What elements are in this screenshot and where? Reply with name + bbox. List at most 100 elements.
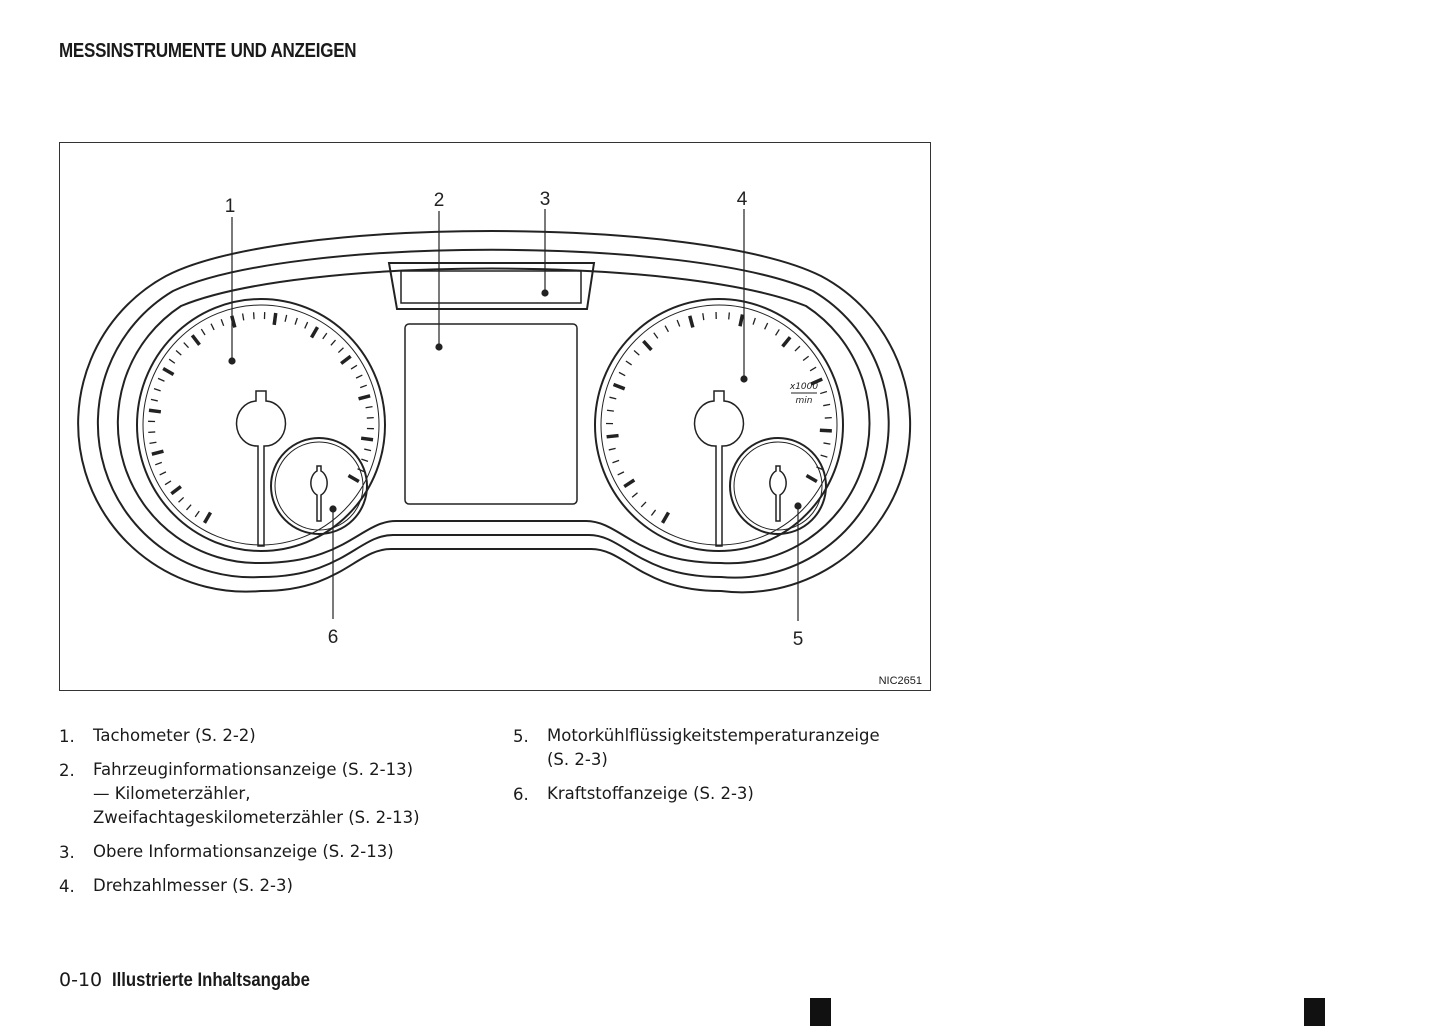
gauge-tick (365, 405, 373, 409)
gauge-tick (625, 360, 633, 366)
instrument-cluster-illustration: x1000 min 1 (77, 189, 912, 650)
gauge-tick (805, 473, 818, 484)
item-text: Tachometer (S. 2-2) (93, 726, 256, 745)
gauge-tick (820, 454, 828, 458)
gauge-tick (150, 398, 158, 402)
gauge-tick (676, 319, 681, 327)
tach-unit-top: x1000 (789, 382, 819, 392)
gauge-tick (823, 442, 831, 445)
gauge-tick (272, 312, 278, 326)
gauge-tick (618, 371, 626, 377)
gauge-tick (752, 317, 756, 325)
callout-3: 3 (540, 189, 551, 210)
gauge-tick (309, 326, 320, 339)
gauge-tick (168, 358, 176, 364)
gauge-tick (606, 409, 614, 412)
gauge-tick (153, 388, 161, 392)
gauge-tick (728, 312, 730, 320)
callout-1: 1 (225, 196, 236, 217)
gauge-tick (820, 390, 828, 395)
gauge-tick (148, 408, 162, 414)
item-text: Obere Informationsanzeige (S. 2-13) (93, 842, 394, 861)
gauge-tick (358, 394, 371, 401)
gauge-tick (157, 377, 165, 382)
gauge-tick (284, 314, 288, 322)
gauge-tick (304, 321, 309, 329)
item-text: Fahrzeuginformationsanzeige (S. 2-13) (93, 760, 414, 779)
gauge-tick (322, 332, 328, 340)
gauge-tick (190, 334, 201, 346)
gauge-tick (357, 468, 365, 473)
gauge-tick (819, 428, 832, 433)
gauge-tick (162, 366, 175, 377)
item-text: Drehzahlmesser (S. 2-3) (93, 876, 293, 895)
gauge-tick (664, 325, 669, 333)
page-heading: MESSINSTRUMENTE UND ANZEIGEN (59, 40, 357, 62)
page-number: 0-10 (59, 969, 103, 991)
gauge-tick (337, 347, 344, 354)
gauge-tick (617, 471, 625, 476)
gauge-tick (155, 461, 163, 466)
gauge-tick (631, 492, 638, 498)
gauge-tick (809, 366, 817, 372)
gauge-tick (202, 511, 213, 524)
callout-6: 6 (328, 627, 339, 648)
gauge-tick (738, 314, 745, 327)
item-number: 2. (59, 761, 75, 780)
item-text: Zweifachtageskilometerzähler (S. 2-13) (93, 808, 420, 827)
gauge-tick (359, 384, 367, 389)
fuel-gauge (270, 437, 368, 535)
cluster-outline (77, 230, 912, 594)
gauge-tick (802, 355, 810, 361)
item-text: — Kilometerzähler, (93, 784, 251, 803)
speedometer (136, 298, 386, 552)
item-text: Motorkühlflüssigkeitstemperaturanzeige (547, 726, 880, 745)
tach-unit-bottom: min (796, 396, 813, 406)
gauge-tick (294, 317, 298, 325)
callout-4: 4 (737, 189, 748, 210)
gauge-tick (794, 345, 801, 352)
gauge-tick (220, 319, 225, 327)
gauge-tick (608, 447, 616, 451)
gauge-tick (633, 350, 640, 356)
gauge-tick (149, 441, 157, 445)
item-number: 4. (59, 877, 75, 896)
gauge-tick (340, 354, 352, 365)
tachometer: x1000 min (594, 298, 844, 552)
gauge-tick (210, 323, 215, 331)
gauge-tick (702, 313, 705, 321)
gauge-tick (612, 382, 626, 391)
gauge-tick (653, 332, 659, 339)
gauge-tick (347, 473, 360, 484)
gauge-tick (606, 433, 619, 439)
gauge-tick (642, 339, 653, 352)
gauge-tick (183, 342, 190, 349)
figure-id: NIC2651 (878, 675, 922, 687)
item-number: 3. (59, 843, 75, 862)
gauge-tick (364, 448, 372, 452)
gauge-tick (170, 485, 182, 496)
gauge-tick (810, 377, 823, 386)
item-number: 5. (513, 727, 529, 746)
vehicle-information-display (404, 323, 578, 505)
item-number: 6. (513, 785, 529, 804)
item-text: (S. 2-3) (547, 750, 608, 769)
gauge-tick (355, 374, 363, 379)
gauge-tick (609, 396, 617, 400)
callout-2: 2 (434, 190, 445, 211)
gauge-tick (175, 350, 182, 356)
thumb-index-mark (1304, 998, 1325, 1026)
gauge-tick (186, 504, 192, 511)
gauge-tick (650, 509, 657, 516)
gauge-tick (159, 471, 167, 476)
gauge-tick (823, 403, 831, 407)
callout-lines (228, 209, 802, 621)
gauge-tick (151, 449, 164, 456)
gauge-tick (764, 322, 769, 330)
speedometer-needle (235, 390, 287, 547)
callout-5: 5 (793, 629, 804, 650)
gauge-tick (200, 328, 206, 336)
thumb-index-mark (810, 998, 831, 1026)
